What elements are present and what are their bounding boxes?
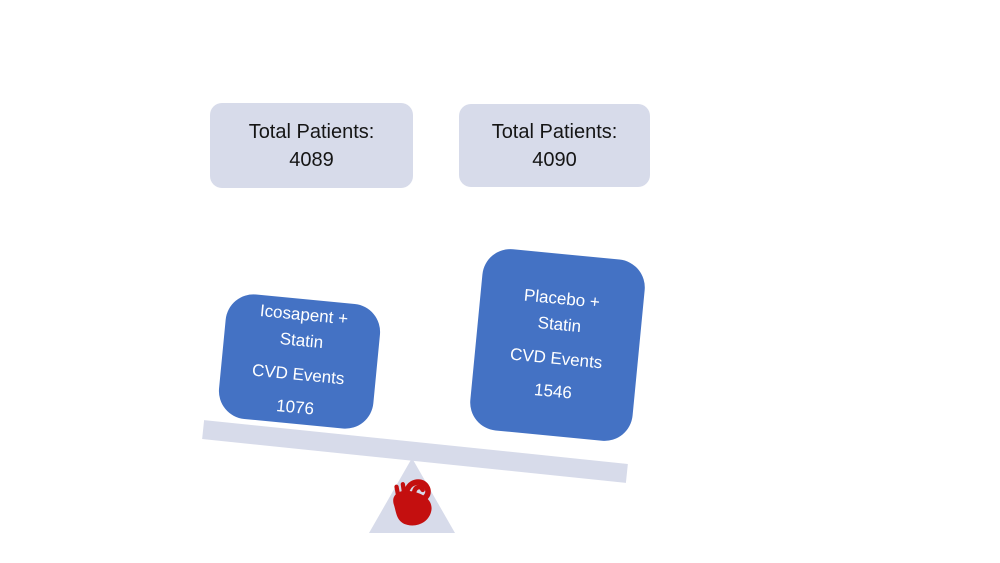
arm-events-value-left: 1076 xyxy=(275,396,315,419)
anatomical-heart-icon xyxy=(393,479,432,526)
total-patients-box-left: Total Patients: 4089 xyxy=(210,103,413,188)
arm-events-value-right: 1546 xyxy=(533,379,573,403)
total-patients-label-right: Total Patients: xyxy=(491,120,618,143)
arm-events-label-left: CVD Events xyxy=(251,360,346,389)
total-patients-box-right: Total Patients: 4090 xyxy=(459,104,650,187)
arm-name-icosapent: Icosapent + Statin xyxy=(256,298,349,358)
total-patients-value-left: 4089 xyxy=(289,148,334,171)
arm-name-placebo: Placebo + Statin xyxy=(520,282,601,341)
arm-box-icosapent: Icosapent + Statin CVD Events 1076 xyxy=(216,291,383,432)
total-patients-value-right: 4090 xyxy=(532,148,577,171)
arm-box-placebo: Placebo + Statin CVD Events 1546 xyxy=(467,246,648,444)
arm-events-label-right: CVD Events xyxy=(509,344,604,372)
total-patients-label-left: Total Patients: xyxy=(248,120,375,143)
